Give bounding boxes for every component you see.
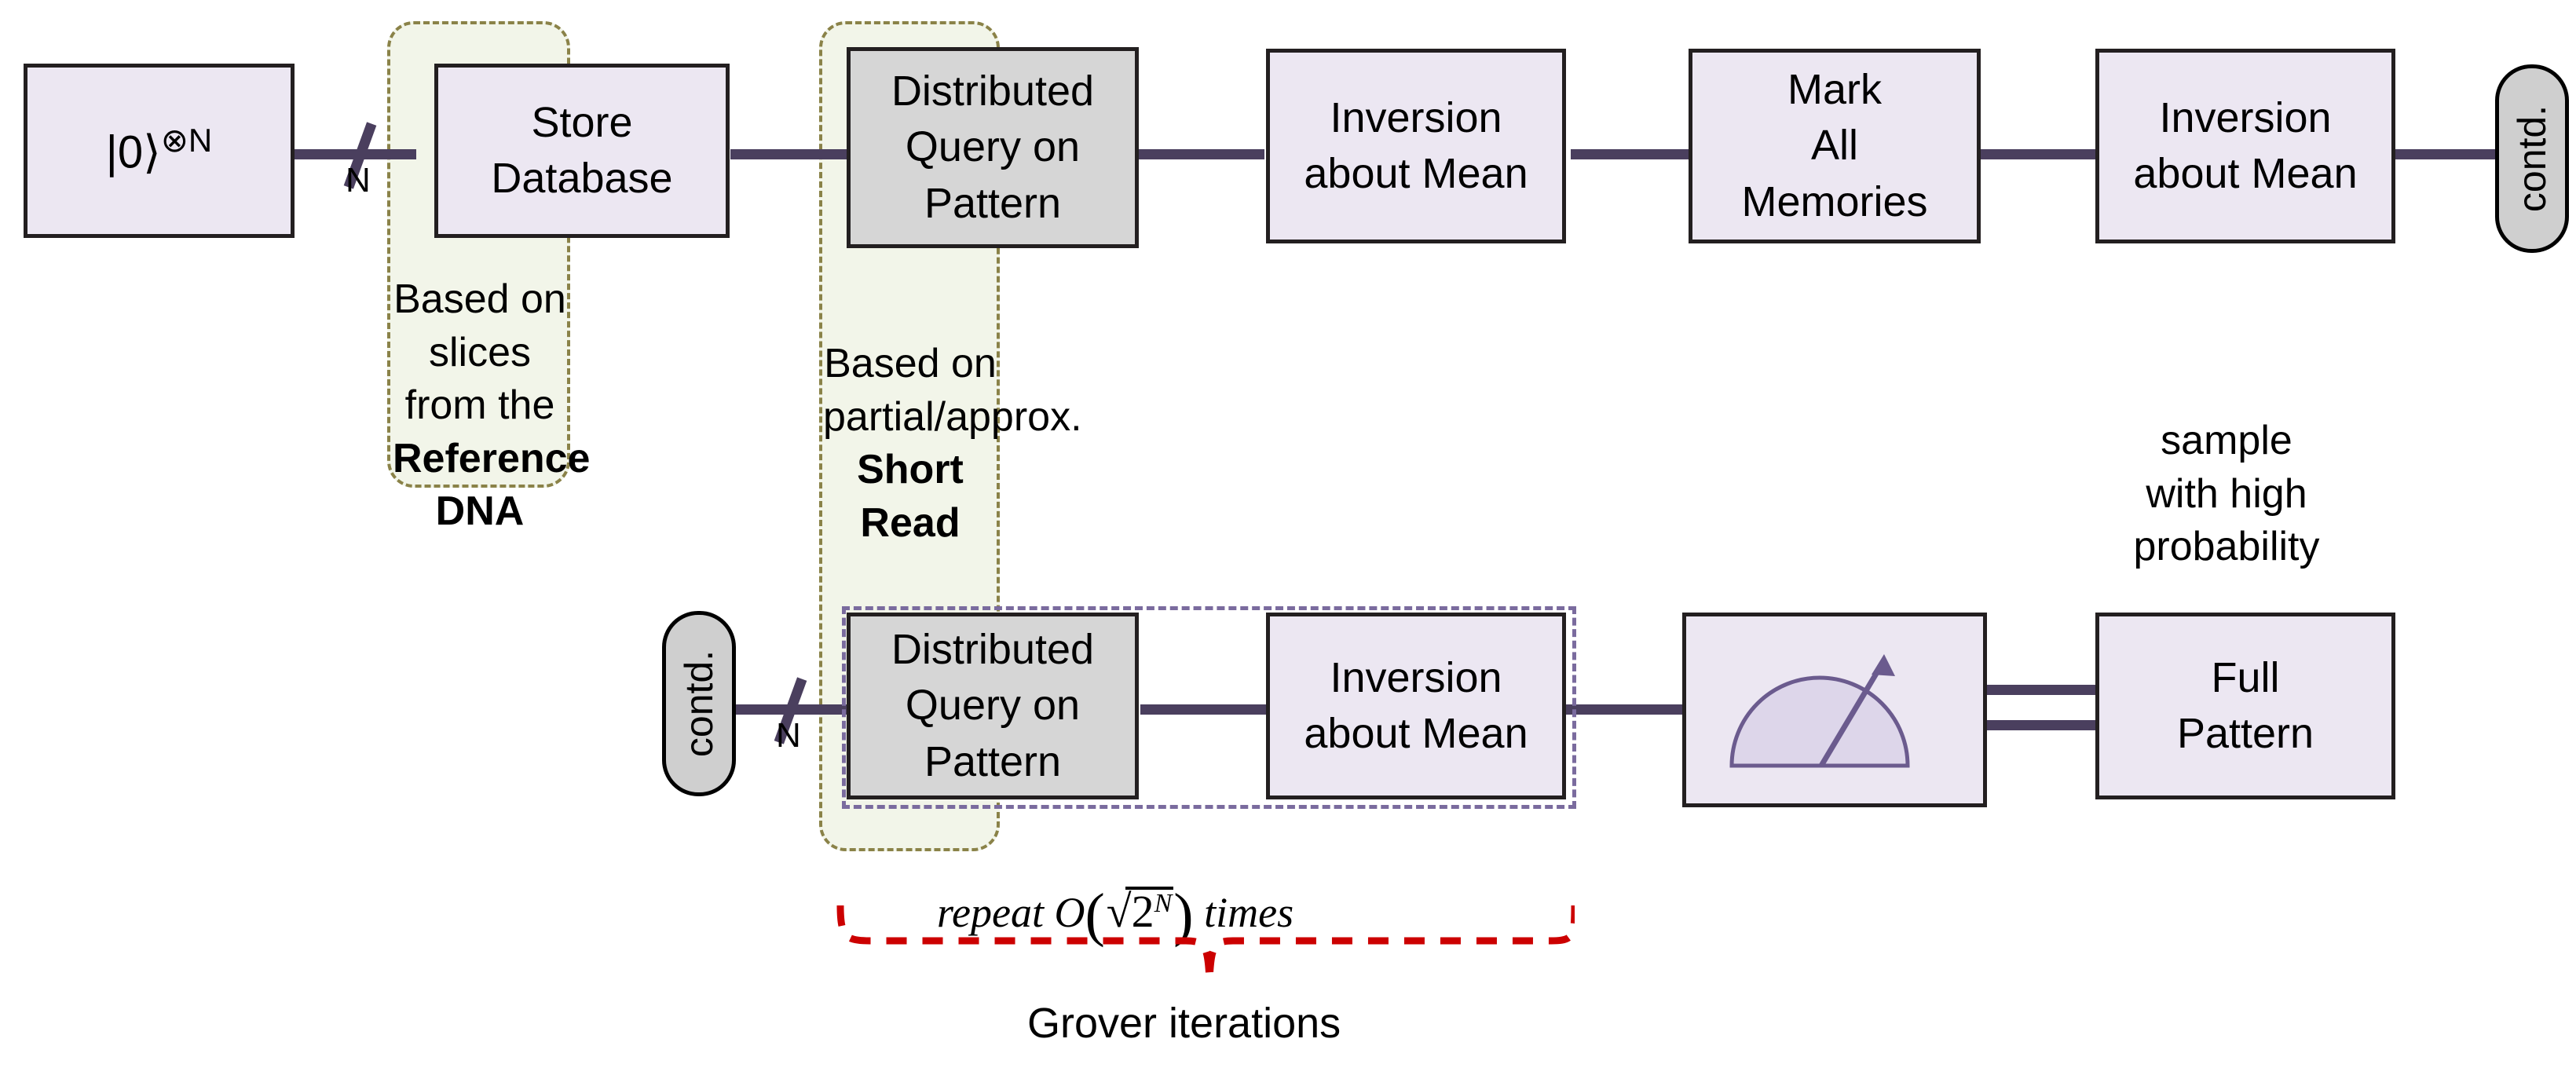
wire-query-to-inversion1 bbox=[1139, 149, 1264, 159]
wire-measurement-to-output-b bbox=[1978, 720, 2097, 730]
contd-tab-top-right-label: contd. bbox=[2510, 104, 2554, 213]
input-state-box[interactable]: |0⟩⊗N bbox=[24, 64, 295, 238]
contd-tab-bottom-left-label: contd. bbox=[677, 649, 721, 758]
grover-iterations-brace bbox=[829, 902, 1575, 988]
wire-measurement-to-output-a bbox=[1978, 685, 2097, 695]
measurement-gate[interactable] bbox=[1682, 613, 1987, 807]
contd-tab-bottom-left[interactable]: contd. bbox=[662, 611, 736, 796]
group-grover-iteration-highlight bbox=[842, 606, 1576, 809]
wire-input-to-store bbox=[291, 149, 416, 159]
grover-iterations-label: Grover iterations bbox=[1027, 1000, 1341, 1047]
input-state-label: |0⟩⊗N bbox=[105, 122, 213, 178]
wire-width-label-bottom: N bbox=[776, 716, 801, 755]
wire-inversion2-to-contd bbox=[2388, 149, 2505, 159]
contd-tab-top-right[interactable]: contd. bbox=[2495, 64, 2569, 253]
repeat-formula: repeat O(√2N) times bbox=[937, 882, 1294, 948]
wire-inversion3-to-measurement bbox=[1564, 704, 1690, 715]
measurement-meter-icon bbox=[1729, 654, 1910, 768]
wire-inversion1-to-mark bbox=[1571, 149, 1689, 159]
wire-width-label-top: N bbox=[346, 161, 371, 199]
wire-query2-to-inversion3 bbox=[1140, 704, 1266, 715]
wire-mark-to-inversion2 bbox=[1979, 149, 2097, 159]
wire-store-to-query bbox=[730, 149, 847, 159]
